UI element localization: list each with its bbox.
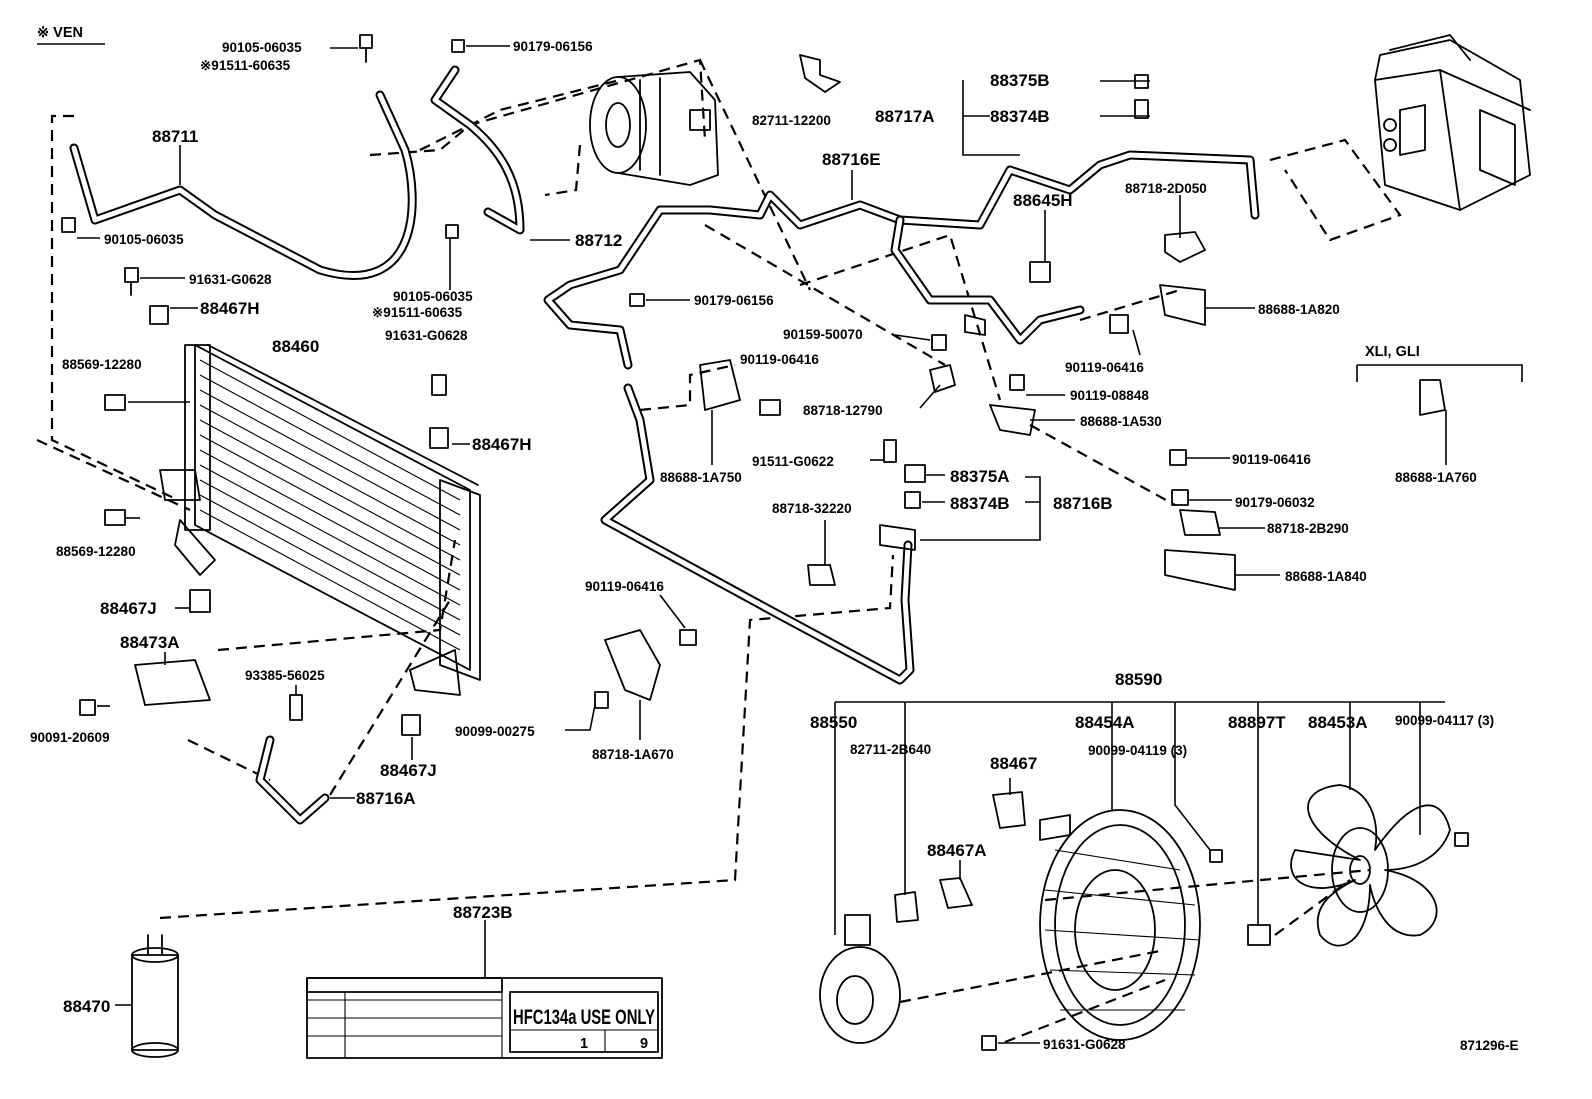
label-88723B: 88723B bbox=[453, 903, 513, 922]
label-88688-1A840: 88688-1A840 bbox=[1285, 569, 1367, 584]
label-88467J-left: 88467J bbox=[100, 599, 157, 618]
label-91631-G0628-left: 91631-G0628 bbox=[189, 272, 272, 287]
label-90119-06416-b: 90119-06416 bbox=[1065, 360, 1144, 375]
label-88718-2B290: 88718-2B290 bbox=[1267, 521, 1349, 536]
label-90119-08848: 90119-08848 bbox=[1070, 388, 1149, 403]
label-93385-56025: 93385-56025 bbox=[245, 668, 325, 683]
variant-mark: ※ VEN bbox=[37, 25, 83, 41]
label-88717A: 88717A bbox=[875, 107, 935, 126]
label-88460: 88460 bbox=[272, 337, 319, 356]
label-88467H-top: 88467H bbox=[200, 299, 260, 318]
label-88473A: 88473A bbox=[120, 633, 180, 652]
label-88467: 88467 bbox=[990, 754, 1037, 773]
fan-assembly-88590 bbox=[819, 701, 1451, 1044]
caution-main-text: HFC134a USE ONLY bbox=[513, 1006, 655, 1029]
label-88718-12790: 88718-12790 bbox=[803, 403, 883, 418]
label-90091-20609: 90091-20609 bbox=[30, 730, 110, 745]
label-88718-32220: 88718-32220 bbox=[772, 501, 852, 516]
label-88569-12280-mid: 88569-12280 bbox=[56, 544, 136, 559]
label-88688-1A530: 88688-1A530 bbox=[1080, 414, 1162, 429]
label-90105-06035-left: 90105-06035 bbox=[104, 232, 184, 247]
label-90105-06035-top: 90105-06035 bbox=[222, 40, 302, 55]
label-90119-06416-c: 90119-06416 bbox=[1232, 452, 1311, 467]
label-88712: 88712 bbox=[575, 231, 622, 250]
label-91511-60635-mid: ※91511-60635 bbox=[372, 305, 463, 320]
label-90179-06156-mid: 90179-06156 bbox=[694, 293, 774, 308]
label-88897T: 88897T bbox=[1228, 713, 1286, 732]
label-88718-2D050: 88718-2D050 bbox=[1125, 181, 1207, 196]
label-90119-06416-a: 90119-06416 bbox=[740, 352, 819, 367]
label-88375B: 88375B bbox=[990, 71, 1050, 90]
refrigerant-pipes bbox=[69, 65, 1260, 825]
label-88688-1A750: 88688-1A750 bbox=[660, 470, 742, 485]
small-parts bbox=[61, 34, 1469, 1051]
label-88453A: 88453A bbox=[1308, 713, 1368, 732]
label-90119-06416-d: 90119-06416 bbox=[585, 579, 664, 594]
label-88645H: 88645H bbox=[1013, 191, 1073, 210]
condenser-88460 bbox=[159, 344, 481, 696]
label-90105-06035-mid: 90105-06035 bbox=[393, 289, 473, 304]
label-91631-G0628-bottom: 91631-G0628 bbox=[1043, 1037, 1126, 1052]
assembly-dashed-lines bbox=[36, 58, 1402, 1044]
label-88470: 88470 bbox=[63, 997, 110, 1016]
drawing-number: 871296-E bbox=[1460, 1038, 1519, 1053]
evaporator-unit bbox=[1374, 34, 1531, 211]
label-90179-06032: 90179-06032 bbox=[1235, 495, 1315, 510]
label-82711-12200: 82711-12200 bbox=[752, 113, 831, 128]
label-88467H-mid: 88467H bbox=[472, 435, 532, 454]
label-88688-1A820: 88688-1A820 bbox=[1258, 302, 1340, 317]
label-88718-1A670: 88718-1A670 bbox=[592, 747, 674, 762]
part-labels: ※ VEN 90105-06035 ※91511-60635 90179-061… bbox=[30, 25, 1519, 1053]
label-88716E: 88716E bbox=[822, 150, 881, 169]
label-88711: 88711 bbox=[152, 127, 198, 146]
label-88716A: 88716A bbox=[356, 789, 416, 808]
label-xli-gli: XLI, GLI bbox=[1365, 344, 1420, 360]
label-91511-60635-top: ※91511-60635 bbox=[200, 58, 291, 73]
label-90179-06156-top: 90179-06156 bbox=[513, 39, 593, 54]
label-88454A: 88454A bbox=[1075, 713, 1135, 732]
label-88374B-mid: 88374B bbox=[950, 494, 1010, 513]
label-88467J-mid: 88467J bbox=[380, 761, 437, 780]
label-88569-12280-top: 88569-12280 bbox=[62, 357, 142, 372]
label-88375A: 88375A bbox=[950, 467, 1010, 486]
label-88590: 88590 bbox=[1115, 670, 1162, 689]
label-88467A: 88467A bbox=[927, 841, 987, 860]
label-90159-50070: 90159-50070 bbox=[783, 327, 863, 342]
leader-lines bbox=[77, 45, 1523, 1044]
label-91631-G0628-mid: 91631-G0628 bbox=[385, 328, 468, 343]
caution-digit-left: 1 bbox=[580, 1036, 588, 1052]
label-88716B: 88716B bbox=[1053, 494, 1113, 513]
receiver-dryer-88470 bbox=[131, 934, 179, 1058]
compressor bbox=[589, 71, 719, 186]
caution-digit-right: 9 bbox=[640, 1036, 648, 1052]
label-90099-04119: 90099-04119 (3) bbox=[1088, 743, 1187, 758]
label-91511-G0622: 91511-G0622 bbox=[752, 454, 834, 469]
label-90099-00275: 90099-00275 bbox=[455, 724, 535, 739]
label-82711-2B640: 82711-2B640 bbox=[850, 742, 931, 757]
label-88374B-top: 88374B bbox=[990, 107, 1050, 126]
label-88688-1A760: 88688-1A760 bbox=[1395, 470, 1477, 485]
label-88550: 88550 bbox=[810, 713, 857, 732]
label-90099-04117: 90099-04117 (3) bbox=[1395, 713, 1494, 728]
